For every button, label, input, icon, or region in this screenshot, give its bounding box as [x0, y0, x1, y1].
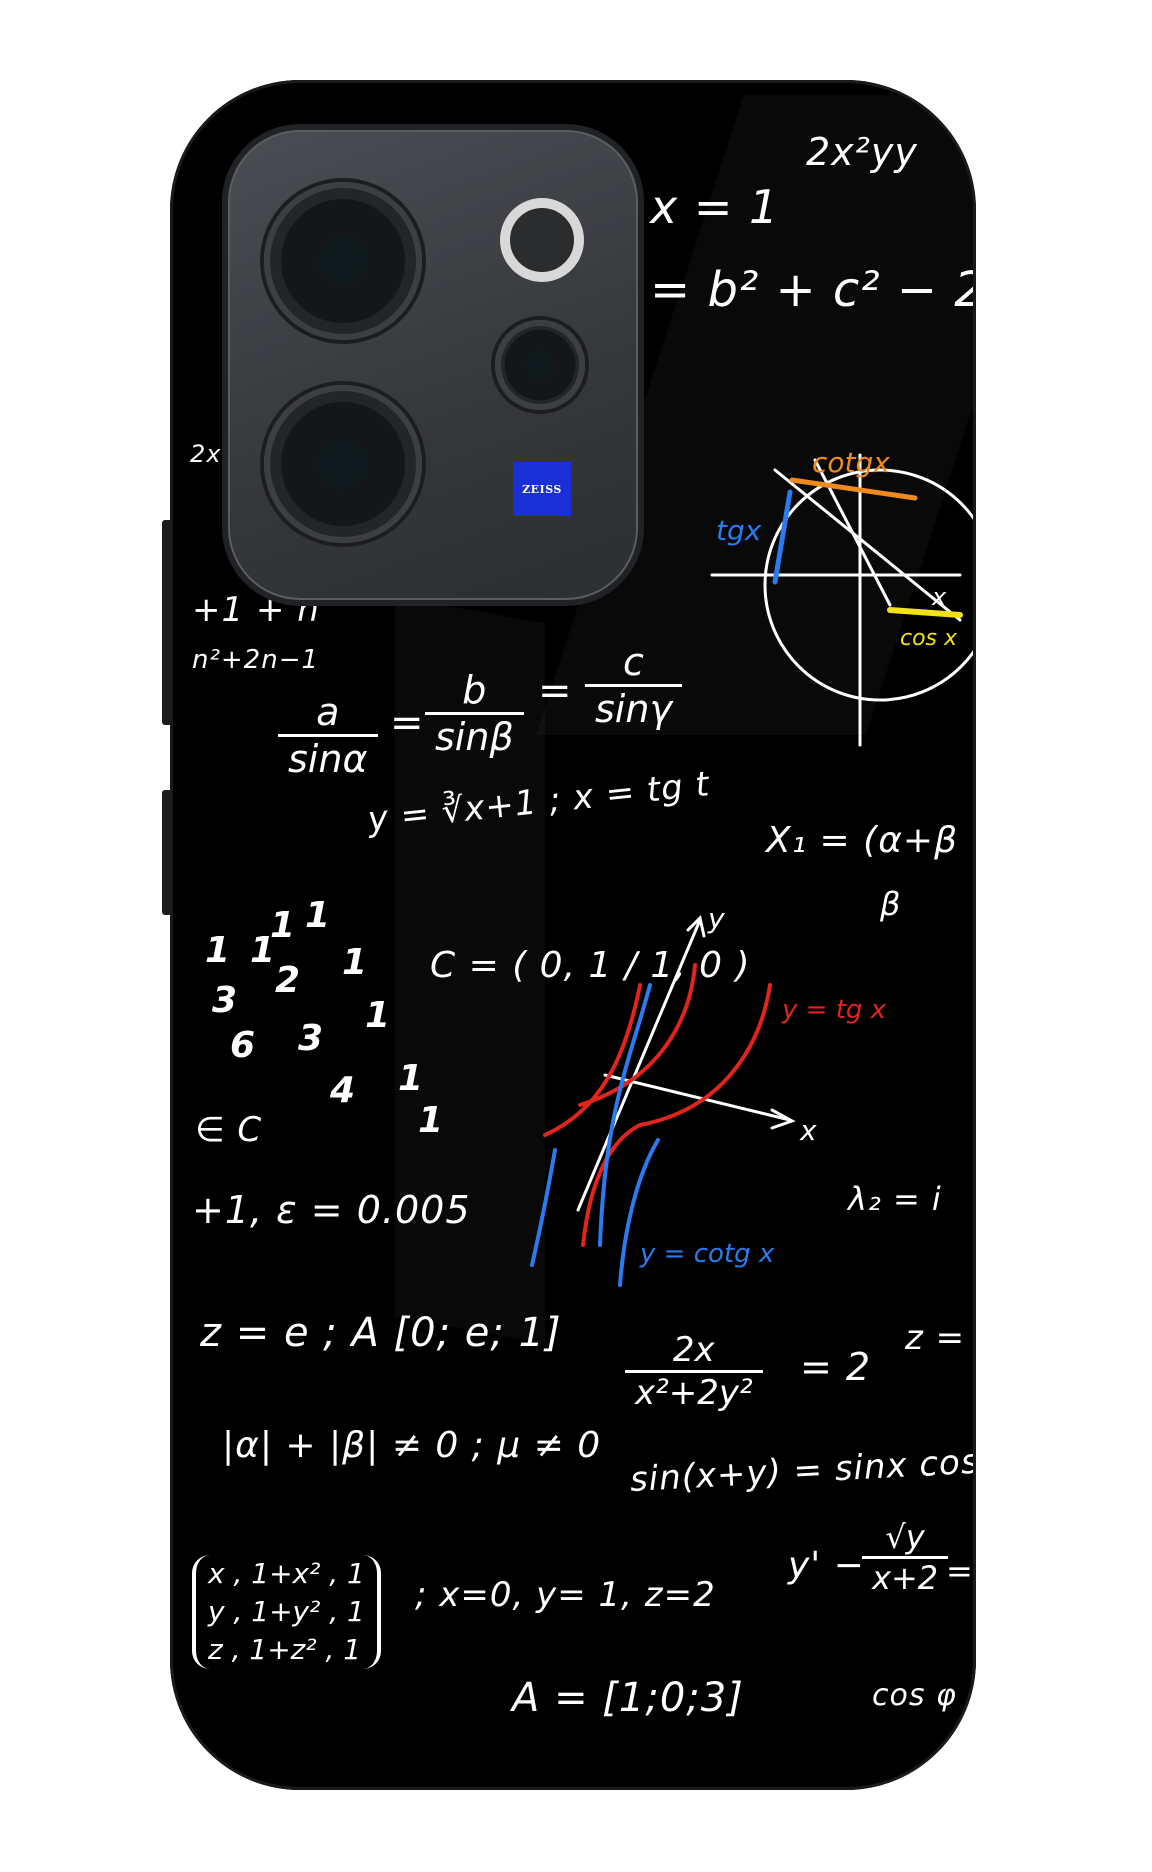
equation: A = [1;0;3]	[512, 1675, 744, 1721]
fraction-numerator: √y	[862, 1518, 949, 1559]
equation: z =	[905, 1318, 966, 1358]
equation: +1, ε = 0.005	[192, 1188, 471, 1232]
fraction-denominator: sinα	[288, 737, 368, 781]
graph-label-cotg: y = cotg x	[639, 1239, 775, 1269]
equation: ∈ C	[195, 1110, 263, 1150]
equation: = b² + c² − 2	[650, 262, 986, 318]
equation: n²+2n−1	[192, 645, 320, 675]
trig-label-tgx: tgx	[716, 514, 762, 547]
trig-label-cotgx: cotgx	[812, 446, 890, 479]
number: 3	[298, 1018, 325, 1059]
fraction: √y x+2	[862, 1518, 949, 1597]
fraction-denominator: sinβ	[435, 715, 514, 759]
zeiss-logo: ZEISS	[513, 462, 571, 516]
volume-button	[162, 520, 172, 725]
number: 1	[250, 930, 277, 971]
number: 1	[205, 930, 232, 971]
trig-label-x: x	[931, 583, 947, 611]
fraction-denominator: x²+2y²	[635, 1373, 753, 1413]
number: 1	[365, 995, 392, 1036]
number: 3	[212, 980, 239, 1021]
matrix-row: x , 1+x² , 1	[208, 1557, 365, 1590]
equation: z = e ; A [0; e; 1]	[200, 1310, 562, 1356]
main-camera-lens	[264, 182, 422, 340]
number: 1	[342, 942, 369, 983]
equation: y' −	[788, 1545, 865, 1586]
fraction-numerator: 2x	[625, 1330, 763, 1373]
fraction-denominator: sinγ	[595, 687, 672, 731]
fraction: a sinα	[278, 690, 378, 781]
secondary-camera-lens	[264, 385, 422, 543]
tertiary-camera-lens	[495, 320, 585, 410]
equation: X₁ = (α+β	[766, 820, 959, 861]
number: 2	[275, 960, 302, 1001]
equation: cos φ	[872, 1678, 957, 1713]
number: 1	[270, 905, 297, 946]
function-graph	[530, 915, 796, 1287]
graph-label-y-axis: y	[707, 902, 725, 935]
equals-sign: =	[390, 700, 425, 746]
number: 1	[418, 1100, 445, 1141]
matrix-row: y , 1+y² , 1	[208, 1595, 365, 1628]
equation: 2x	[190, 440, 222, 468]
equation: β	[880, 885, 902, 923]
power-button	[162, 790, 172, 915]
graph-label-tg: y = tg x	[781, 995, 887, 1025]
number: 1	[305, 895, 332, 936]
trig-circle-diagram	[710, 453, 997, 747]
number: 4	[330, 1070, 357, 1111]
fraction: c sinγ	[585, 640, 682, 731]
matrix: x , 1+x² , 1 y , 1+y² , 1 z , 1+z² , 1	[192, 1555, 381, 1669]
equation: |α| + |β| ≠ 0 ; μ ≠ 0	[222, 1425, 602, 1466]
flash-ring	[500, 198, 584, 282]
fraction: 2x x²+2y²	[625, 1330, 763, 1413]
equation: ; x=0, y= 1, z=2	[415, 1575, 716, 1615]
equation: 2x²yy	[806, 130, 918, 174]
equation: =	[946, 1552, 974, 1590]
trig-label-cosx: cos x	[900, 626, 958, 651]
equation: x = 1	[650, 180, 780, 234]
matrix-row: z , 1+z² , 1	[208, 1633, 362, 1666]
number: 6	[230, 1025, 257, 1066]
equals-sign: =	[538, 668, 573, 714]
equation: λ₂ = i	[848, 1180, 942, 1218]
number: 1	[398, 1058, 425, 1099]
fraction-numerator: c	[585, 640, 682, 687]
fraction-numerator: a	[278, 690, 378, 737]
graph-label-x-axis: x	[799, 1114, 817, 1147]
fraction-denominator: x+2	[872, 1559, 939, 1597]
fraction: b sinβ	[425, 668, 524, 759]
equation: = 2	[800, 1345, 872, 1389]
fraction-numerator: b	[425, 668, 524, 715]
